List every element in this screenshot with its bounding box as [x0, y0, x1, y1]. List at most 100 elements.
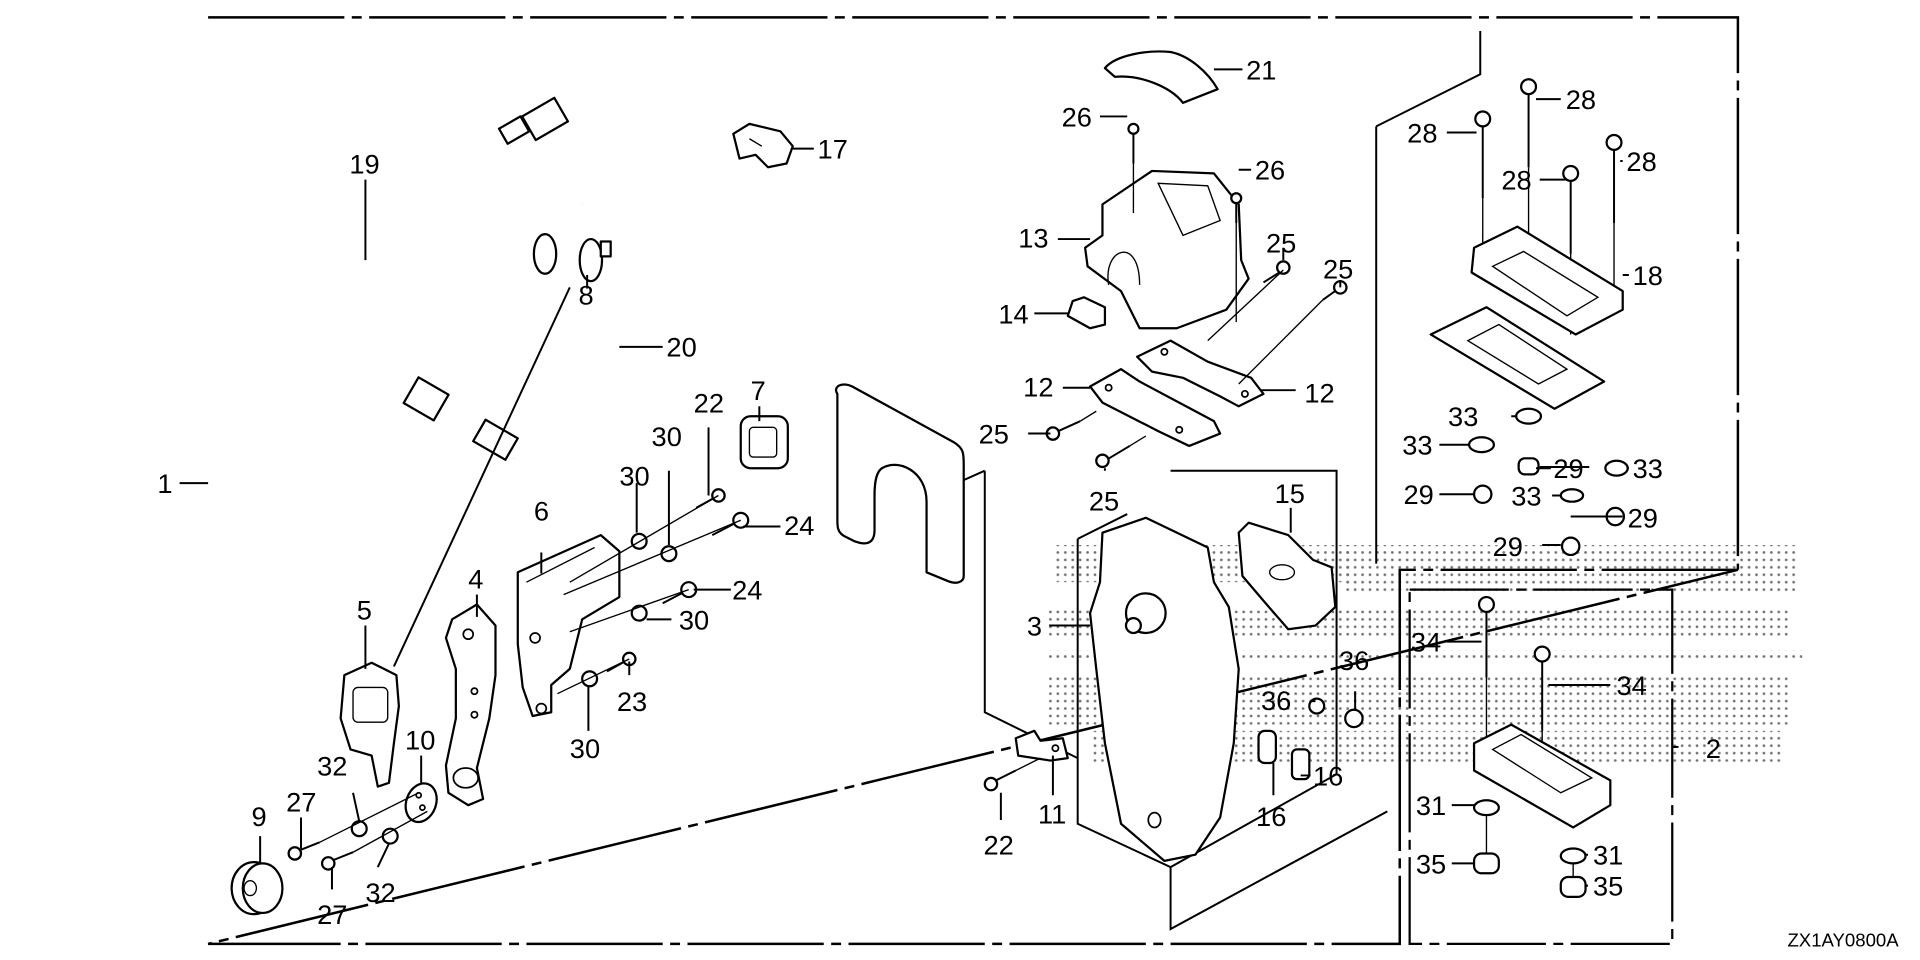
part-3-control-box[interactable]: [1088, 516, 1240, 863]
callout-13[interactable]: 13: [1018, 223, 1048, 254]
part-22-screw[interactable]: [983, 757, 1041, 792]
part-35-nut[interactable]: [1472, 852, 1500, 875]
callout-28[interactable]: 28: [1501, 165, 1531, 196]
part-36-nut[interactable]: [1308, 697, 1326, 715]
part-32-washer[interactable]: [381, 827, 399, 845]
callout-1[interactable]: 1: [157, 468, 172, 499]
part-11-bracket[interactable]: [1014, 729, 1069, 762]
callout-22[interactable]: 22: [984, 830, 1014, 861]
part-6-bracket[interactable]: [516, 534, 621, 718]
part-32-washer[interactable]: [350, 820, 368, 838]
part-28-screw[interactable]: [1605, 133, 1623, 304]
callout-30[interactable]: 30: [570, 733, 600, 764]
part-26-screw[interactable]: [1230, 192, 1243, 323]
part-25-screw[interactable]: [1207, 260, 1291, 342]
part-36-nut[interactable]: [1344, 708, 1364, 729]
part-20-harness[interactable]: [472, 195, 622, 499]
part-33-washer[interactable]: [1604, 459, 1629, 477]
callout-25[interactable]: 25: [1089, 485, 1119, 516]
part-14-clip[interactable]: [1066, 296, 1107, 330]
part-8-plug[interactable]: [532, 233, 612, 283]
part-23-screw[interactable]: [606, 651, 637, 673]
callout-33[interactable]: 33: [1511, 480, 1541, 511]
callout-9[interactable]: 9: [251, 801, 266, 832]
callout-16[interactable]: 16: [1256, 801, 1286, 832]
part-13-cover[interactable]: [1083, 169, 1250, 330]
callout-27[interactable]: 27: [317, 899, 347, 930]
part-31-washer[interactable]: [1559, 847, 1587, 865]
callout-33[interactable]: 33: [1448, 401, 1478, 432]
part-16-clip[interactable]: [1257, 729, 1277, 765]
callout-33[interactable]: 33: [1402, 430, 1432, 461]
callout-12[interactable]: 12: [1023, 371, 1053, 402]
callout-32[interactable]: 32: [317, 750, 347, 781]
callout-6[interactable]: 6: [534, 495, 549, 526]
callout-2[interactable]: 2: [1706, 733, 1721, 764]
part-7-grommet[interactable]: [739, 415, 789, 470]
callout-25[interactable]: 25: [1323, 254, 1353, 285]
callout-24[interactable]: 24: [732, 575, 762, 606]
part-17-grommet[interactable]: [732, 122, 794, 169]
callout-31[interactable]: 31: [1416, 790, 1446, 821]
part-30-washer[interactable]: [630, 604, 648, 622]
callout-34[interactable]: 34: [1411, 627, 1441, 658]
callout-19[interactable]: 19: [349, 148, 379, 179]
part-4-arm[interactable]: [444, 603, 497, 807]
part-26-screw[interactable]: [1127, 122, 1140, 214]
part-35-nut[interactable]: [1559, 875, 1587, 898]
part-28-screw[interactable]: [1474, 110, 1492, 273]
callout-26[interactable]: 26: [1255, 155, 1285, 186]
callout-27[interactable]: 27: [286, 786, 316, 817]
part-12-bracket[interactable]: [1136, 339, 1265, 408]
part-27-screw[interactable]: [287, 841, 320, 861]
callout-8[interactable]: 8: [578, 280, 593, 311]
part-29-nut[interactable]: [1472, 484, 1493, 505]
callout-30[interactable]: 30: [652, 421, 682, 452]
part-16-clip[interactable]: [1290, 748, 1311, 781]
part-33-washer[interactable]: [1467, 436, 1495, 454]
part-29-nut[interactable]: [1517, 457, 1540, 476]
part-9-knob[interactable]: [230, 861, 284, 916]
callout-21[interactable]: 21: [1246, 54, 1276, 85]
part-33-washer[interactable]: [1559, 488, 1585, 503]
part-25-screw[interactable]: [1045, 410, 1097, 441]
part-33-washer[interactable]: [1515, 407, 1543, 425]
callout-4[interactable]: 4: [468, 563, 483, 594]
callout-28[interactable]: 28: [1407, 117, 1437, 148]
callout-29[interactable]: 29: [1628, 503, 1658, 534]
callout-30[interactable]: 30: [619, 461, 649, 492]
callout-18[interactable]: 18: [1633, 260, 1663, 291]
callout-36[interactable]: 36: [1261, 685, 1291, 716]
callout-30[interactable]: 30: [679, 604, 709, 635]
callout-29[interactable]: 29: [1493, 531, 1523, 562]
part-21-cover[interactable]: [1103, 50, 1219, 104]
callout-24[interactable]: 24: [784, 510, 814, 541]
part-25-screw[interactable]: [1095, 435, 1147, 469]
callout-36[interactable]: 36: [1339, 645, 1369, 676]
callout-20[interactable]: 20: [666, 332, 696, 363]
part-22-screw[interactable]: [695, 488, 726, 509]
part-34-screw[interactable]: [1477, 595, 1495, 744]
callout-22[interactable]: 22: [694, 387, 724, 418]
callout-32[interactable]: 32: [365, 877, 395, 908]
callout-23[interactable]: 23: [617, 686, 647, 717]
callout-34[interactable]: 34: [1617, 670, 1647, 701]
callout-7[interactable]: 7: [751, 375, 766, 406]
part-28-screw[interactable]: [1520, 78, 1538, 242]
callout-35[interactable]: 35: [1593, 871, 1623, 902]
part-27-screw[interactable]: [320, 851, 354, 871]
part-19-harness[interactable]: [287, 96, 570, 422]
part-5-lever[interactable]: [339, 661, 400, 788]
callout-33[interactable]: 33: [1633, 453, 1663, 484]
callout-12[interactable]: 12: [1304, 378, 1334, 409]
callout-35[interactable]: 35: [1416, 848, 1446, 879]
part-31-washer[interactable]: [1472, 799, 1500, 817]
callout-28[interactable]: 28: [1566, 84, 1596, 115]
part-10-plate[interactable]: [400, 779, 441, 826]
callout-29[interactable]: 29: [1403, 479, 1433, 510]
callout-14[interactable]: 14: [998, 298, 1028, 329]
callout-25[interactable]: 25: [1266, 228, 1296, 259]
callout-17[interactable]: 17: [818, 134, 848, 165]
callout-5[interactable]: 5: [357, 594, 372, 625]
part-15-plate[interactable]: [1237, 521, 1337, 631]
